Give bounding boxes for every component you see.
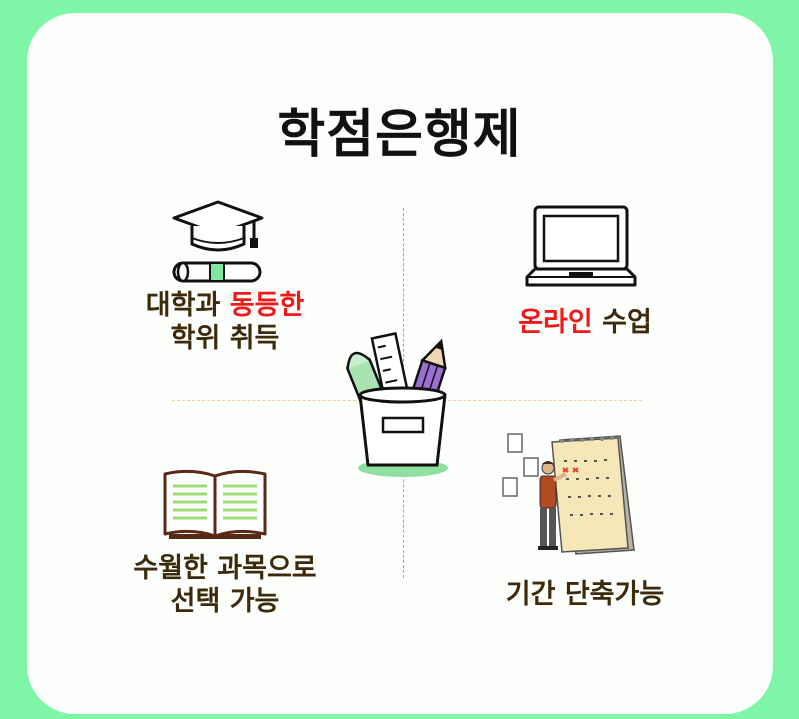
open-book-icon <box>163 469 267 539</box>
online-text-highlight: 온라인 <box>518 307 593 338</box>
feature-label-courses: 수월한 과목으로 선택 가능 <box>70 552 380 618</box>
degree-text-plain: 대학과 <box>145 290 230 321</box>
duration-text: 기간 단축가능 <box>505 579 665 610</box>
laptop-icon <box>525 205 637 287</box>
online-text-plain: 수업 <box>592 307 652 338</box>
degree-text-line2: 학위 취득 <box>170 323 280 354</box>
pencil-cup-icon <box>346 332 448 477</box>
feature-label-degree: 대학과 동등한 학위 취득 <box>80 289 370 355</box>
courses-text-line2: 선택 가능 <box>170 586 280 617</box>
feature-label-duration: 기간 단축가능 <box>445 578 725 611</box>
page-title: 학점은행제 <box>277 105 522 165</box>
courses-text-line1: 수월한 과목으로 <box>133 553 317 584</box>
calendar-person-icon <box>502 433 635 555</box>
degree-text-highlight: 동등한 <box>229 290 305 321</box>
graduation-cap-diploma-icon <box>172 200 264 283</box>
feature-label-online: 온라인 수업 <box>445 306 725 339</box>
